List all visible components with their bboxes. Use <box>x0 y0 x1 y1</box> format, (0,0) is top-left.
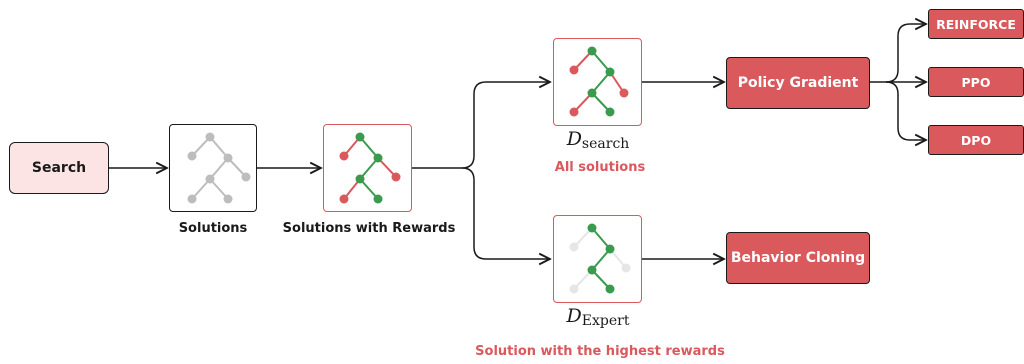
reinforce-node: REINFORCE <box>928 9 1024 39</box>
dexpert-tree-icon <box>569 223 631 294</box>
search-node: Search <box>9 142 109 194</box>
arrow-pg-to-dpo <box>885 81 926 140</box>
rewards-tree-box <box>323 124 412 212</box>
ppo-label: PPO <box>961 74 991 90</box>
dexpert-tree-box <box>553 215 642 303</box>
arrow-rewards-to-dexpert <box>461 167 550 259</box>
dexpert-symbol: DExpert <box>566 305 630 329</box>
dsearch-tree-icon <box>569 46 629 117</box>
solutions-with-rewards-label: Solutions with Rewards <box>282 221 456 236</box>
dexpert-caption: Solution with the highest rewards <box>475 344 725 359</box>
dpo-label: DPO <box>960 132 992 148</box>
dsearch-symbol-main: D <box>566 128 582 150</box>
reinforce-label: REINFORCE <box>936 16 1016 32</box>
arrow-rewards-to-dsearch <box>412 82 550 169</box>
dexpert-symbol-sub: Expert <box>581 313 630 329</box>
solutions-tree-icon <box>187 132 251 204</box>
rewards-tree-icon <box>339 132 401 204</box>
dsearch-symbol: Dsearch <box>566 128 630 152</box>
search-node-label: Search <box>31 160 87 176</box>
solutions-label: Solutions <box>178 221 248 236</box>
behavior-cloning-label: Behavior Cloning <box>730 250 866 266</box>
dsearch-caption: All solutions <box>554 160 646 175</box>
ppo-node: PPO <box>928 67 1024 97</box>
solutions-tree-box <box>169 124 257 212</box>
behavior-cloning-node: Behavior Cloning <box>726 232 870 284</box>
policy-gradient-node: Policy Gradient <box>726 57 870 109</box>
arrow-pg-to-reinforce <box>885 24 926 83</box>
dpo-node: DPO <box>928 125 1024 155</box>
dexpert-symbol-main: D <box>566 305 582 327</box>
dsearch-symbol-sub: search <box>581 136 630 152</box>
policy-gradient-label: Policy Gradient <box>737 75 859 91</box>
dsearch-tree-box <box>553 38 642 126</box>
